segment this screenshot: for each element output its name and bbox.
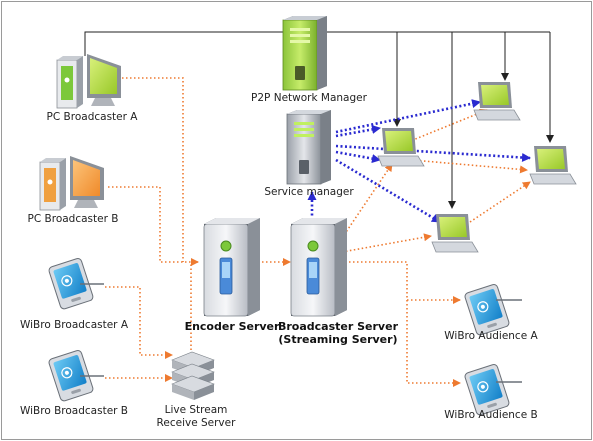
server-tower-icon — [286, 110, 331, 185]
server-tower-icon — [290, 218, 347, 317]
service-manager-label: Service manager — [264, 186, 354, 198]
wibro-pda-icon — [48, 350, 94, 402]
wibro-broadcaster-b-label: WiBro Broadcaster B — [20, 405, 128, 417]
wibro-pda-icon — [464, 284, 510, 336]
stream-links — [105, 77, 531, 387]
laptop-icon — [473, 82, 521, 121]
wibro-broadcaster-a-label: WiBro Broadcaster A — [20, 319, 129, 331]
server-tower-icon — [203, 218, 260, 317]
desktop-pc-icon — [56, 54, 121, 109]
broadcaster-server-label-line2: (Streaming Server) — [278, 333, 397, 346]
live-stream-label-line1: Live Stream — [165, 404, 228, 416]
broadcaster-server-label-line1: Broadcaster Server — [278, 320, 399, 333]
laptop-icon — [529, 146, 577, 185]
encoder-server-label: Encoder Server — [185, 320, 280, 333]
wibro-audience-b-label: WiBro Audience B — [444, 409, 537, 421]
p2p-manager-label: P2P Network Manager — [251, 92, 368, 104]
laptop-icon — [431, 214, 479, 253]
laptop-icon — [377, 128, 425, 167]
desktop-pc-icon — [39, 156, 104, 211]
pc-broadcaster-a-label: PC Broadcaster A — [47, 111, 139, 123]
stacked-server-icon — [171, 351, 215, 400]
live-stream-label-line2: Receive Server — [157, 417, 237, 429]
pc-broadcaster-b-label: PC Broadcaster B — [28, 213, 119, 225]
server-tower-icon — [282, 16, 327, 91]
wibro-pda-icon — [48, 258, 94, 310]
control-links — [307, 99, 531, 224]
wibro-audience-a-label: WiBro Audience A — [444, 330, 538, 342]
p2p-links — [84, 31, 554, 209]
wibro-pda-icon — [464, 364, 510, 416]
